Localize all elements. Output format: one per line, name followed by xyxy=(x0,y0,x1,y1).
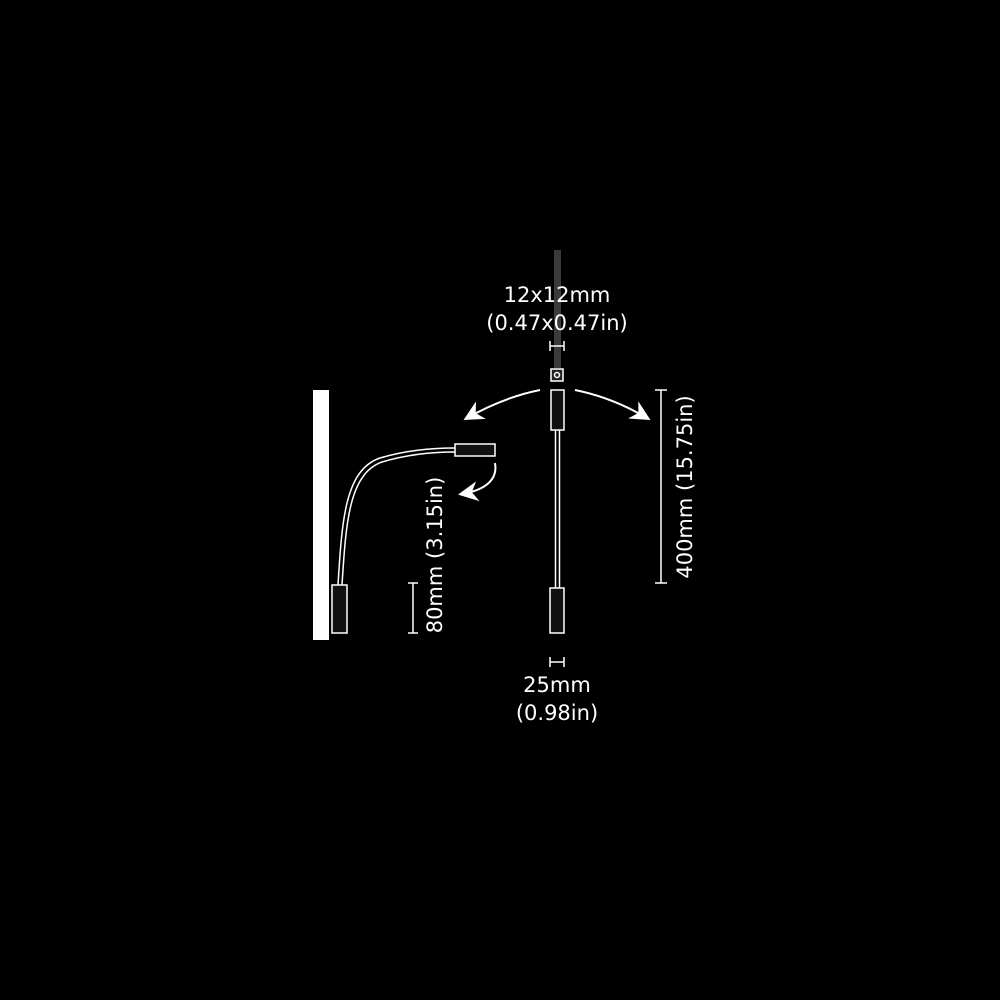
head-size-marker xyxy=(549,341,565,351)
straight-lamp xyxy=(463,368,651,634)
base-width-marker xyxy=(549,657,565,667)
head-height-dimension xyxy=(408,582,418,634)
power-cable xyxy=(554,250,561,368)
wall xyxy=(313,390,329,640)
base-width-in: (0.98in) xyxy=(516,701,598,725)
head-size-in: (0.47x0.47in) xyxy=(486,311,627,335)
head-height-label: 80mm (3.15in) xyxy=(423,477,447,634)
head-size-mm: 12x12mm xyxy=(504,283,611,307)
base-width-mm: 25mm xyxy=(523,673,591,697)
arm-length-label: 400mm (15.75in) xyxy=(673,395,697,578)
arm-length-dimension xyxy=(655,389,667,584)
bent-lamp xyxy=(331,443,497,634)
